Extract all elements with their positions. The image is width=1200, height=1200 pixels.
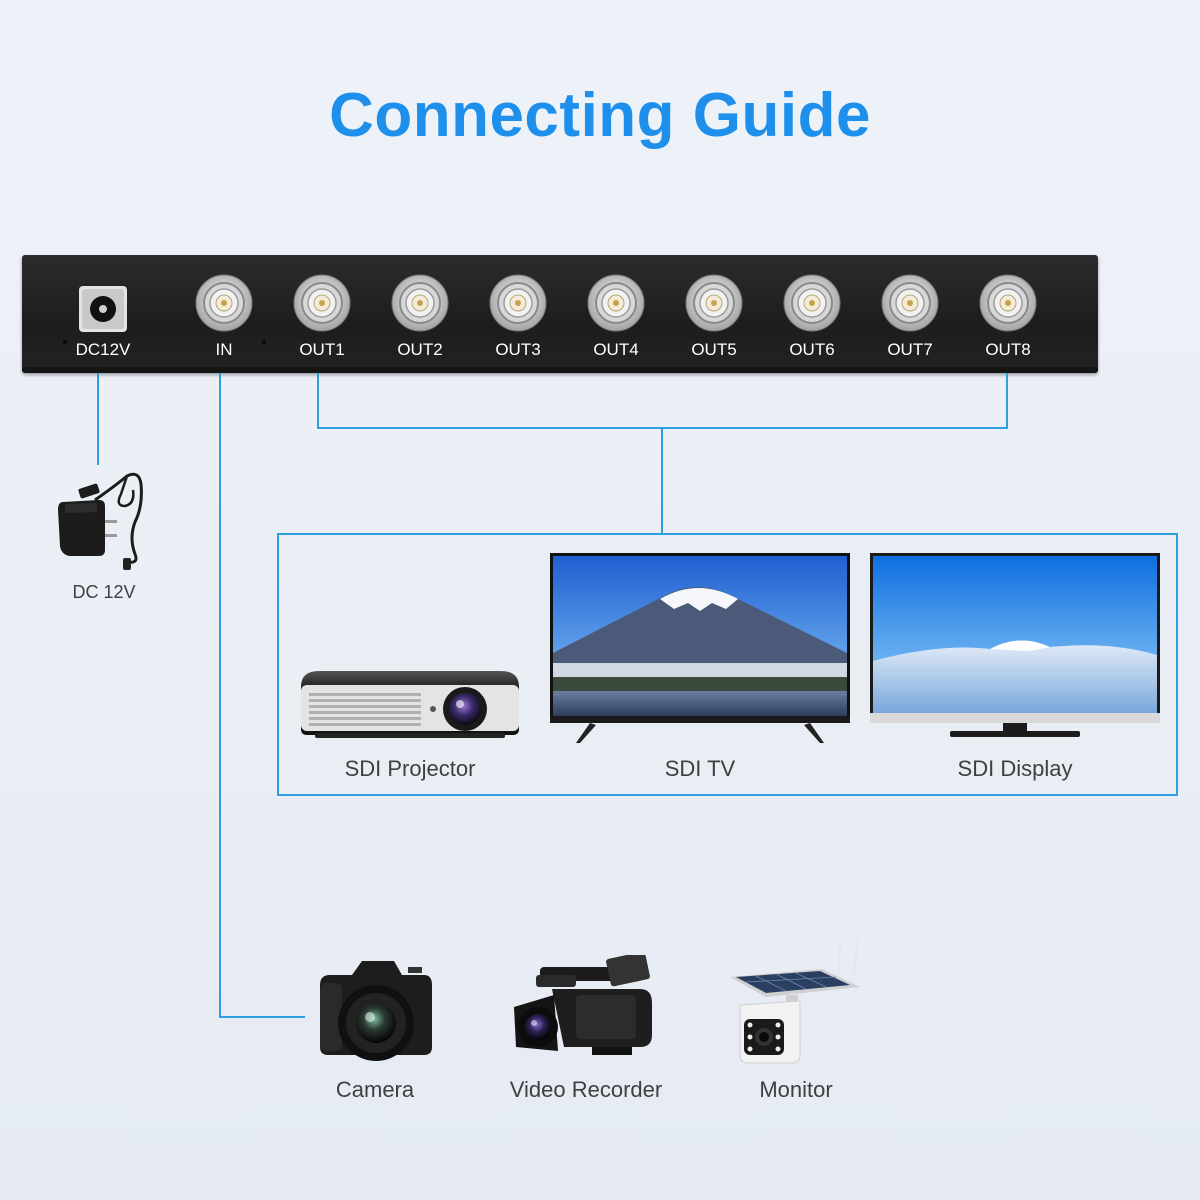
port-label-out2: OUT2 (397, 340, 443, 359)
monitor-label: Monitor (759, 1077, 833, 1102)
camera-label: Camera (335, 1077, 415, 1102)
tv-label: SDI TV (664, 756, 736, 781)
display-icon (870, 553, 1160, 737)
connector-line-out-drop (661, 427, 663, 534)
port-label-out5: OUT5 (691, 340, 737, 359)
connector-line-out8 (1006, 373, 1008, 429)
bnc-out7-connector-icon[interactable] (881, 274, 939, 332)
connector-line-out1 (317, 373, 319, 429)
connector-line-in-vertical (219, 373, 221, 1018)
port-label-in: IN (215, 340, 233, 359)
output-devices-group (277, 533, 1178, 796)
dc-power-jack-icon (79, 286, 127, 332)
video-recorder-label: Video Recorder (509, 1077, 663, 1102)
port-label-out7: OUT7 (887, 340, 933, 359)
tv-icon (550, 553, 850, 743)
projector-icon (301, 671, 519, 738)
power-adapter-icon (58, 472, 143, 570)
security-camera-icon (730, 936, 860, 1064)
bnc-out2-connector-icon[interactable] (391, 274, 449, 332)
projector-label: SDI Projector (344, 756, 476, 781)
port-label-out4: OUT4 (593, 340, 639, 359)
display-label: SDI Display (957, 756, 1073, 781)
port-label-out8: OUT8 (985, 340, 1031, 359)
bnc-out3-connector-icon[interactable] (489, 274, 547, 332)
status-led (62, 339, 68, 345)
video-recorder-icon (514, 955, 652, 1055)
port-label-out6: OUT6 (789, 340, 835, 359)
bnc-out5-connector-icon[interactable] (685, 274, 743, 332)
port-label-out1: OUT1 (299, 340, 345, 359)
port-label-out3: OUT3 (495, 340, 541, 359)
bnc-out8-connector-icon[interactable] (979, 274, 1037, 332)
camera-icon (320, 961, 432, 1061)
bnc-out6-connector-icon[interactable] (783, 274, 841, 332)
power-adapter-label: DC 12V (72, 582, 136, 602)
status-led (261, 339, 267, 345)
connector-line-in-horizontal (219, 1016, 305, 1018)
connector-line-dc (97, 373, 99, 465)
page-title: Connecting Guide (329, 81, 871, 150)
bnc-out1-connector-icon[interactable] (293, 274, 351, 332)
port-label-dc12v: DC12V (75, 340, 131, 359)
bnc-in-connector-icon[interactable] (195, 274, 253, 332)
bnc-out4-connector-icon[interactable] (587, 274, 645, 332)
